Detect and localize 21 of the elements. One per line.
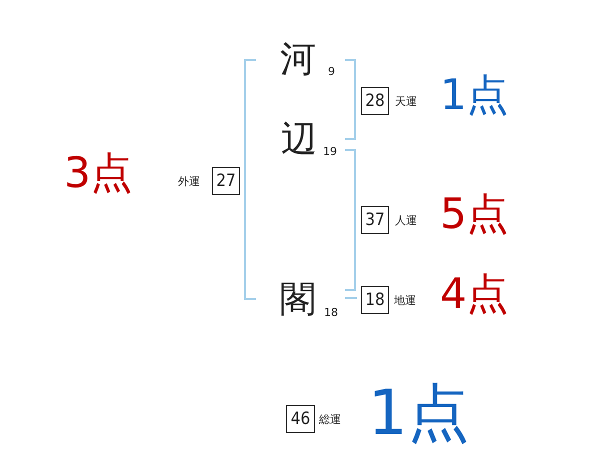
number-box: 18 (361, 286, 389, 314)
number-box: 27 (212, 167, 240, 195)
number-box: 37 (361, 206, 389, 234)
name-character: 閣 (280, 282, 316, 318)
fortune-label: 総運 (319, 414, 341, 425)
number-box: 28 (361, 87, 389, 115)
fortune-label: 外運 (178, 176, 200, 187)
score-text: 4点 (440, 273, 509, 315)
score-text: 5点 (440, 193, 509, 235)
name-character: 辺 (281, 122, 317, 158)
number-box: 46 (286, 405, 315, 433)
fortune-label: 地運 (394, 295, 416, 306)
stroke-count: 9 (328, 66, 335, 77)
fortune-label: 人運 (395, 215, 417, 226)
score-text: 1点 (440, 74, 509, 116)
score-text: 3点 (64, 152, 133, 194)
fortune-label: 天運 (395, 96, 417, 107)
stroke-count: 18 (324, 307, 338, 318)
score-text: 1点 (368, 382, 470, 444)
name-character: 河 (280, 42, 316, 78)
stroke-count: 19 (323, 146, 337, 157)
